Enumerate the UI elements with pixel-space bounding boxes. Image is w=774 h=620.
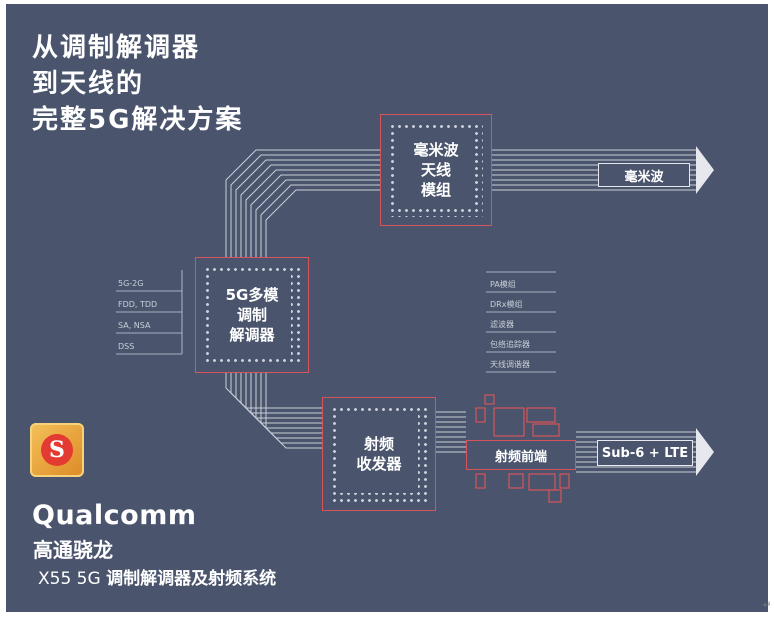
mmwave-chip-label-3: 模组 xyxy=(420,181,451,199)
mmwave-chip-label-2: 天线 xyxy=(420,161,451,179)
rf-transceiver-chip: 射频 收发器 xyxy=(322,397,436,511)
product-model: X55 5G xyxy=(38,569,101,589)
modem-chip-label-2: 调制 xyxy=(236,306,267,324)
rf-feature-5: 天线调谐器 xyxy=(490,360,530,369)
output-arrowhead xyxy=(696,428,714,476)
brand-chinese-name: 高通骁龙 xyxy=(33,538,113,562)
modem-chip: 5G多模 调制 解调器 xyxy=(195,257,309,373)
sub6-lte-output-label: Sub-6 + LTE xyxy=(597,440,693,466)
modem-chip-label-1: 5G多模 xyxy=(225,286,279,304)
mmwave-chip-label-1: 毫米波 xyxy=(413,141,459,159)
headline-line-2: 到天线的 xyxy=(32,69,145,99)
modem-feature-3: SA, NSA xyxy=(118,321,151,330)
mmwave-output-label: 毫米波 xyxy=(598,163,690,187)
return-mark-icon: ↵ xyxy=(763,600,772,611)
rf-feature-lines xyxy=(486,271,556,373)
qualcomm-wordmark: Qualcomm xyxy=(32,500,197,531)
rf-feature-2: DRx模组 xyxy=(490,300,523,309)
product-subtitle: X55 5G 调制解调器及射频系统 xyxy=(38,564,276,589)
modem-feature-1: 5G-2G xyxy=(118,279,144,288)
rf-feature-3: 滤波器 xyxy=(490,320,514,329)
modem-feature-4: DSS xyxy=(118,342,135,351)
product-description: 调制解调器及射频系统 xyxy=(106,569,277,589)
modem-chip-label-3: 解调器 xyxy=(229,326,275,344)
transceiver-chip-label-1: 射频 xyxy=(363,435,394,453)
diagram-canvas: 从调制解调器 到天线的 完整5G解决方案 xyxy=(6,4,768,612)
headline-line-3: 完整5G解决方案 xyxy=(32,105,244,135)
output-arrowhead xyxy=(696,146,714,194)
rf-feature-4: 包络追踪器 xyxy=(490,340,530,349)
rf-feature-1: PA模组 xyxy=(490,280,516,289)
rf-frontend-components xyxy=(475,394,570,503)
rf-frontend-block: 射频前端 xyxy=(466,440,576,470)
modem-feature-2: FDD, TDD xyxy=(118,300,158,309)
transceiver-chip-label-2: 收发器 xyxy=(356,455,402,473)
snapdragon-icon: S xyxy=(41,434,73,466)
modem-feature-lines xyxy=(116,270,183,355)
mmwave-antenna-module-chip: 毫米波 天线 模组 xyxy=(380,114,492,226)
snapdragon-logo: S xyxy=(30,423,84,477)
headline-line-1: 从调制解调器 xyxy=(32,33,201,63)
